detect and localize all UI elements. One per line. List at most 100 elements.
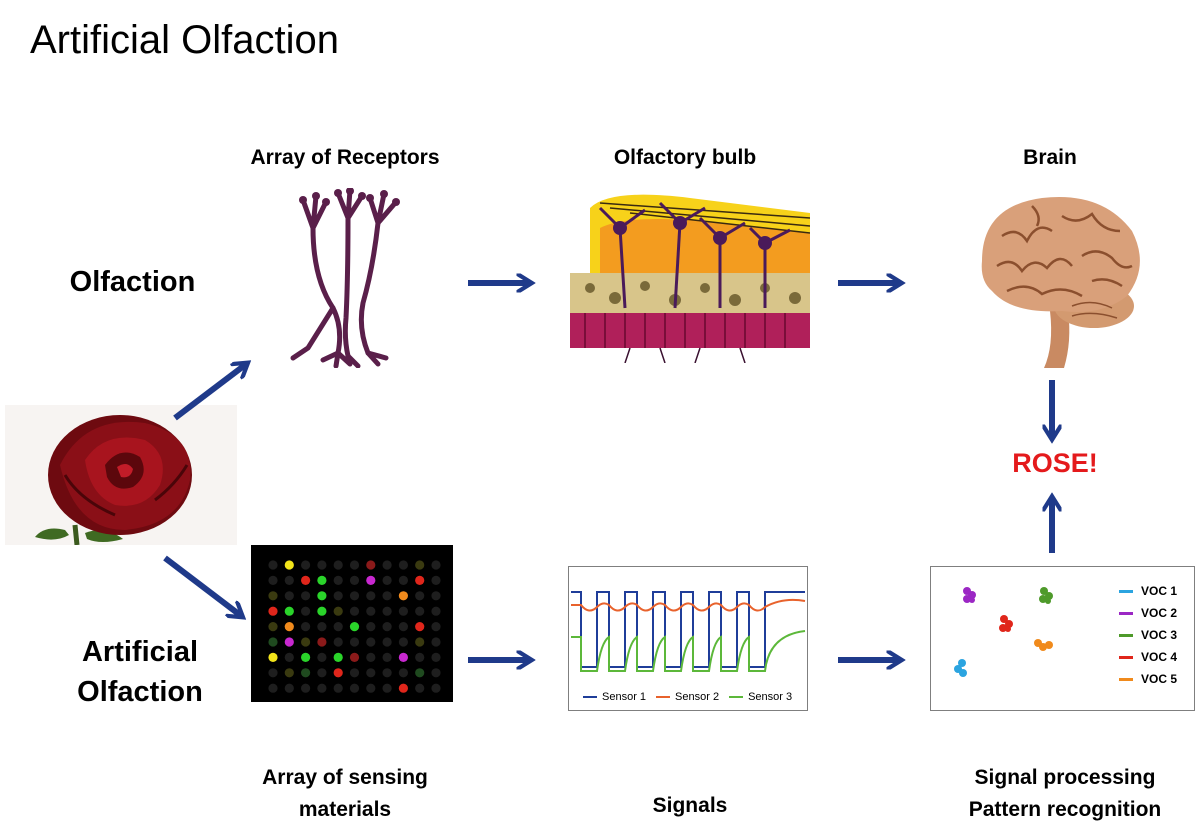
sensing-materials-line2: materials [298, 798, 392, 821]
signals-legend-swatch [656, 696, 671, 698]
sensor-spot [268, 591, 278, 601]
signals-legend-swatch [729, 696, 744, 698]
olfactory-bulb-image [570, 188, 810, 363]
sensor-spot [431, 591, 441, 601]
sensor-spot [333, 560, 343, 570]
sensor-spot [301, 683, 311, 693]
voc-legend-label: VOC 1 [1141, 584, 1178, 598]
sensor-spot [366, 637, 376, 647]
sensor-spot [398, 637, 408, 647]
sensor-spot [382, 637, 392, 647]
sensor-spot [268, 652, 278, 662]
sensor-spot [431, 637, 441, 647]
voc-legend-swatch [1119, 589, 1133, 593]
sensor-spot [268, 575, 278, 585]
sensor-spot [317, 652, 327, 662]
sensor-spot [268, 637, 278, 647]
processing-line1: Signal processing [974, 766, 1156, 789]
sensor-spot [268, 606, 278, 616]
sensor-spot [317, 591, 327, 601]
voc-legend-label: VOC 2 [1141, 606, 1178, 620]
sensor-spot [366, 560, 376, 570]
signals-legend-swatch [583, 696, 597, 698]
sensor-spot [366, 606, 376, 616]
sensor-spot [284, 606, 294, 616]
sensor-spot [284, 652, 294, 662]
sensor-spot [301, 637, 311, 647]
sensor-spot [284, 560, 294, 570]
sensor-spot [431, 622, 441, 632]
voc-legend-swatch [1119, 677, 1133, 681]
sensor-spot [301, 606, 311, 616]
sensing-materials-label: Array of sensing materials [230, 762, 460, 826]
signals-label: Signals [652, 794, 728, 817]
sensor-spot [284, 622, 294, 632]
sensor-spot [333, 575, 343, 585]
voc-legend-item: VOC 5 [1119, 668, 1191, 690]
sensor-spot [301, 652, 311, 662]
sensor-spot [382, 652, 392, 662]
voc-legend-label: VOC 4 [1141, 650, 1178, 664]
sensor-spot [366, 622, 376, 632]
processing-label: Signal processing Pattern recognition [930, 762, 1200, 826]
sensor-spot [415, 637, 425, 647]
sensor-spot [431, 683, 441, 693]
sensor-spot [349, 622, 360, 632]
signals-legend-label: Sensor 3 [748, 691, 793, 703]
sensor-spot [317, 637, 327, 647]
sensor-spot [415, 622, 425, 632]
voc-legend-swatch [1119, 611, 1133, 615]
sensor-spot [284, 637, 294, 647]
sensing-materials-line1: Array of sensing [262, 766, 428, 789]
signals-panel: Sensor 1 Sensor 2 Sensor 3 [568, 566, 808, 711]
sensor-spot [317, 606, 327, 616]
voc-legend-label: VOC 5 [1141, 672, 1178, 686]
voc-4-cluster [999, 615, 1013, 632]
olfaction-row-label: Olfaction [69, 266, 196, 298]
sensor-spot [366, 652, 376, 662]
sensor-spot [398, 668, 408, 678]
signals-legend-label: Sensor 2 [675, 691, 720, 703]
sensor-spot [333, 652, 343, 662]
processing-line2: Pattern recognition [968, 798, 1162, 821]
sensor-spot [284, 591, 294, 601]
sensor-spot [349, 668, 360, 678]
sensor-spot [382, 683, 392, 693]
voc-2-cluster [963, 587, 976, 603]
voc-3-cluster [1039, 587, 1053, 604]
sensor-spot [317, 622, 327, 632]
voc-legend: VOC 1 VOC 2 VOC 3 VOC 4 VOC 5 [1119, 580, 1191, 690]
sensor-spot [349, 683, 360, 693]
sensor-spot [301, 668, 311, 678]
signals-legend-label: Sensor 1 [602, 691, 647, 703]
receptors-label: Array of Receptors [250, 146, 440, 169]
sensor-spot [382, 575, 392, 585]
brain-label: Brain [1023, 146, 1077, 169]
artificial-olfaction-row-label: Artificial Olfaction [55, 632, 225, 712]
sensor-spot [415, 652, 425, 662]
sensor-spot [268, 622, 278, 632]
voc-legend-label: VOC 3 [1141, 628, 1178, 642]
sensor-spot [431, 652, 441, 662]
sensor-spot [415, 560, 425, 570]
sensor-array-image [251, 545, 453, 702]
sensor-spot [333, 606, 343, 616]
sensor-spot [382, 560, 392, 570]
brain-image [972, 186, 1152, 376]
sensor-spot [415, 606, 425, 616]
sensor-spot [366, 591, 376, 601]
sensor-spot [415, 575, 425, 585]
sensor-spot [333, 683, 343, 693]
sensor-spot [349, 591, 360, 601]
sensor-spot [284, 575, 294, 585]
sensor-spot [349, 606, 360, 616]
sensor-spot [431, 560, 441, 570]
sensor-spot [301, 575, 311, 585]
voc-1-cluster [954, 659, 967, 677]
sensor-spot [349, 575, 360, 585]
rose-image [5, 405, 237, 545]
arrow-rose-to-sensors [163, 555, 240, 615]
sensor-spot [349, 637, 360, 647]
sensor-spot [333, 622, 343, 632]
sensor-spot [268, 560, 278, 570]
